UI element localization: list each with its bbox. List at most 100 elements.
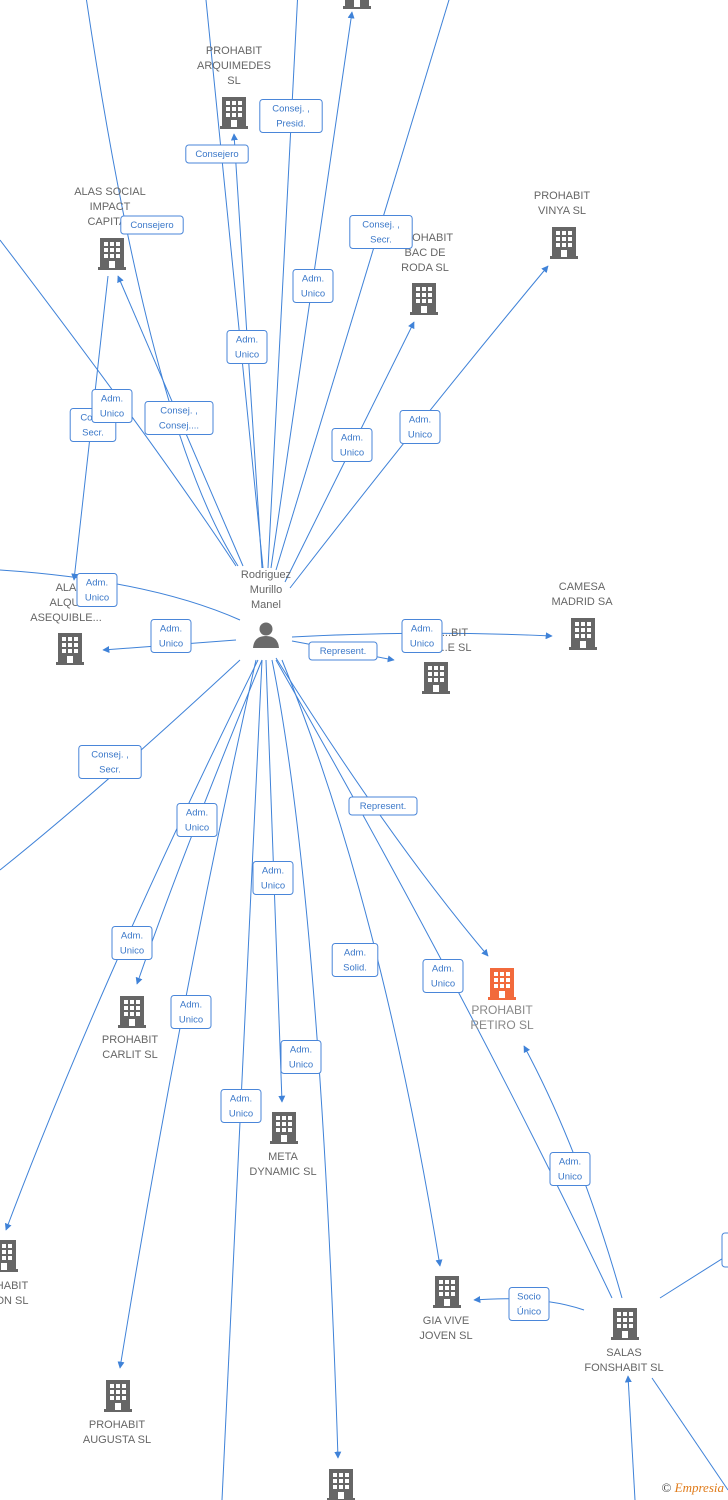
relation-label-text: Consej. , (91, 750, 129, 761)
company-node-alas-alquiler[interactable]: ALAALQUIASEQUIBLE... (30, 582, 102, 665)
relation-label-text: Solid. (343, 963, 367, 974)
relation-line (281, 659, 443, 1267)
building-icon (433, 1276, 461, 1308)
building-icon (569, 618, 597, 650)
relation-label-text: Unico (558, 1172, 582, 1183)
relation-label-text: Adm. (302, 274, 324, 285)
company-label-line: PROHABIT (89, 1419, 146, 1431)
building-icon (270, 1112, 298, 1144)
relation-label[interactable]: Represent. (308, 641, 378, 661)
relation-label[interactable]: Adm.Unico (91, 389, 133, 423)
relation-line (205, 0, 264, 569)
brand-logo: Empresia (674, 1480, 724, 1495)
company-label-line: PROHABIT (534, 190, 591, 202)
company-node-left-bottom[interactable]: HABIT ON SL (0, 1240, 29, 1307)
company-node-bottom[interactable] (327, 1469, 355, 1500)
relation-label[interactable] (721, 1232, 728, 1268)
relation-label[interactable]: Adm.Unico (401, 619, 443, 653)
relation-label[interactable]: Adm.Unico (226, 330, 268, 364)
building-icon (118, 996, 146, 1028)
company-label-line: HABIT (0, 1280, 28, 1292)
relation-label-text: Adm. (86, 578, 108, 589)
relation-label[interactable]: Consej. ,Consej.... (144, 401, 214, 435)
relation-line (0, 569, 241, 621)
relation-label[interactable]: Adm.Unico (176, 803, 218, 837)
relation-line (275, 657, 489, 957)
company-label-line: IMPACT (90, 201, 131, 213)
company-label-line: ARQUIMEDES (197, 60, 271, 72)
relation-label-text: Consejero (130, 220, 173, 231)
company-label-line: CARLIT SL (102, 1049, 157, 1061)
building-icon (422, 662, 450, 694)
relation-label[interactable]: Adm.Unico (220, 1089, 262, 1123)
relation-label[interactable]: Adm.Unico (280, 1040, 322, 1074)
relation-label[interactable]: Adm.Unico (170, 995, 212, 1029)
relation-label-text: Unico (431, 979, 455, 990)
company-label-line: DYNAMIC SL (249, 1166, 316, 1178)
relation-label-text: Presid. (276, 119, 306, 130)
relation-label[interactable]: Adm.Unico (111, 926, 153, 960)
relation-label-text: Unico (410, 639, 434, 650)
building-icon (327, 1469, 355, 1500)
building-icon (410, 283, 438, 315)
relation-label[interactable]: Consejero (120, 215, 184, 235)
company-label-line: ALA (56, 582, 77, 594)
relation-line (86, 0, 239, 567)
relation-label[interactable]: Adm.Unico (150, 619, 192, 653)
relation-label-text: Represent. (320, 646, 366, 657)
relation-label[interactable]: Adm. Solid. (331, 943, 379, 977)
relation-label[interactable]: Adm.Unico (331, 428, 373, 462)
relation-label-text: Adm. (101, 394, 123, 405)
copyright-icon: © (661, 1480, 672, 1495)
building-icon (220, 97, 248, 129)
relation-label[interactable]: Consejero (185, 144, 249, 164)
relation-line (271, 659, 342, 1459)
relation-label[interactable]: Adm. Unico (76, 573, 118, 607)
relation-label-text: Unico (261, 881, 285, 892)
company-label-line: ...BIT (442, 627, 469, 639)
company-node-top[interactable] (343, 0, 371, 9)
relation-label-text: Unico (301, 289, 325, 300)
relation-line (0, 239, 237, 567)
company-label-line: RODA SL (401, 262, 449, 274)
company-label-line: ON SL (0, 1295, 29, 1307)
relation-line (659, 1254, 728, 1299)
footer-credit[interactable]: © Empresia (662, 1480, 725, 1496)
company-node-mid-company[interactable]: ...BIT...E SL (422, 627, 472, 694)
building-icon (488, 968, 516, 1000)
company-label-line: MADRID SA (551, 596, 613, 608)
relation-label[interactable]: Consej. ,Secr. (349, 215, 413, 249)
relation-label[interactable]: Adm.Unico (422, 959, 464, 993)
relation-label-text: Adm. (344, 948, 366, 959)
relation-label[interactable]: Adm.Unico (252, 861, 294, 895)
relation-label-text: Adm. (160, 624, 182, 635)
relation-line (624, 1375, 636, 1500)
company-label-line: FONSHABIT SL (584, 1362, 663, 1374)
relation-label-text: Unico (185, 823, 209, 834)
relation-label[interactable]: Adm.Unico (399, 410, 441, 444)
relation-label[interactable]: Consej. ,Secr. (78, 745, 142, 779)
relation-label-text: Consej. , (160, 406, 198, 417)
relation-label[interactable]: Adm.Unico (549, 1152, 591, 1186)
relation-label[interactable]: Adm. Unico (292, 269, 334, 303)
building-icon (104, 1380, 132, 1412)
relation-label-text: Unico (85, 593, 109, 604)
relation-label[interactable]: Consej. ,Presid. (259, 99, 323, 133)
building-icon (343, 0, 371, 9)
relation-line (267, 0, 298, 569)
relation-label[interactable]: Represent. (348, 796, 418, 816)
relation-label-text: Adm. (290, 1045, 312, 1056)
